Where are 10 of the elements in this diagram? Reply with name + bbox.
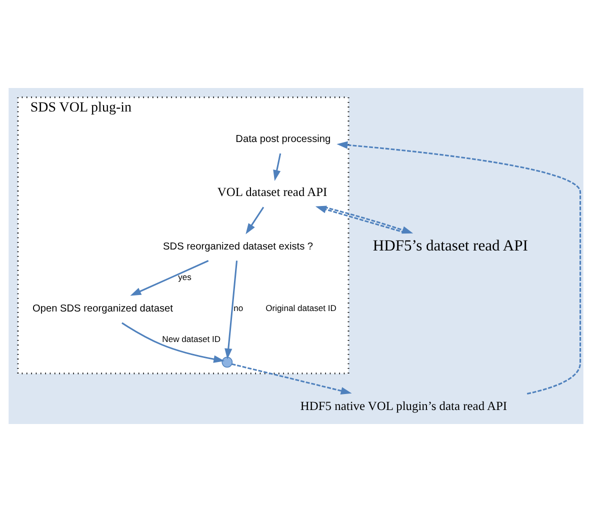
node-text: SDS reorganized dataset exists ? bbox=[163, 241, 314, 252]
edge-label: New dataset ID bbox=[162, 334, 221, 344]
edge-label: yes bbox=[178, 272, 192, 282]
node-text: HDF5’s dataset read API bbox=[372, 238, 528, 255]
node-text: VOL dataset read API bbox=[217, 184, 328, 199]
edge-label: no bbox=[234, 303, 244, 314]
node-text: Open SDS reorganized dataset bbox=[32, 304, 173, 315]
label: Original dataset ID bbox=[266, 303, 336, 314]
node-text: Data post processing bbox=[236, 134, 331, 145]
node-text: HDF5 native VOL plugin’s data read API bbox=[300, 398, 508, 413]
